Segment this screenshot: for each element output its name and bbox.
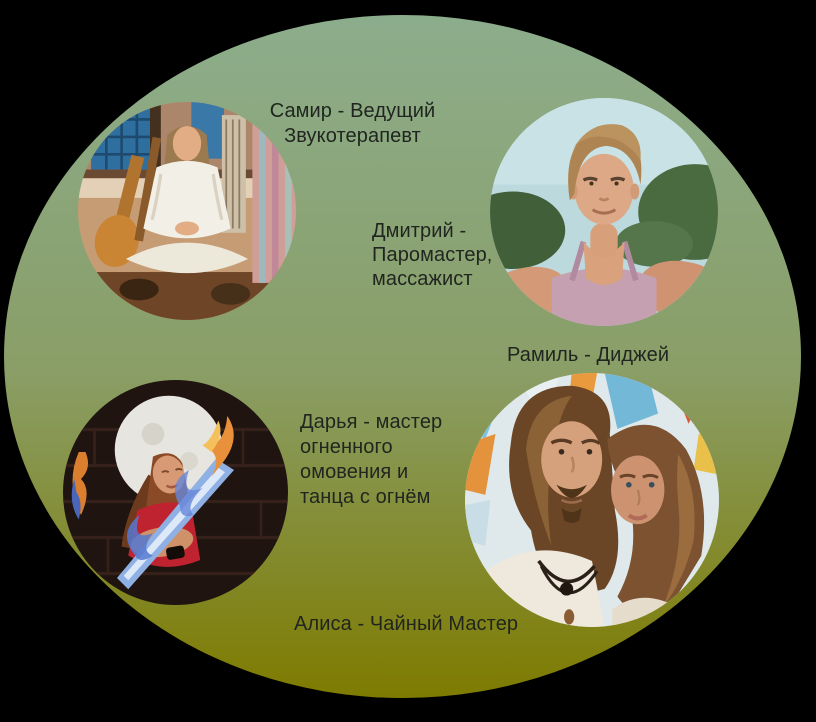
couple-selfie-image — [465, 373, 719, 627]
photo-dmitriy — [490, 98, 718, 326]
photo-ramil — [465, 373, 719, 627]
label-darya: Дарья - мастер огненного омовения и танц… — [300, 411, 443, 508]
label-alisa: Алиса - Чайный Мастер — [294, 613, 519, 635]
label-ramil: Рамиль - Диджей — [507, 344, 670, 366]
label-samir: Самир - Ведущий Звукотерапевт — [269, 100, 436, 147]
woman-moon-fire-image — [63, 380, 288, 605]
label-dmitriy: Дмитрий - Паромастер, массажист — [372, 220, 493, 290]
man-outdoors-image — [490, 98, 718, 326]
photo-darya — [63, 380, 288, 605]
